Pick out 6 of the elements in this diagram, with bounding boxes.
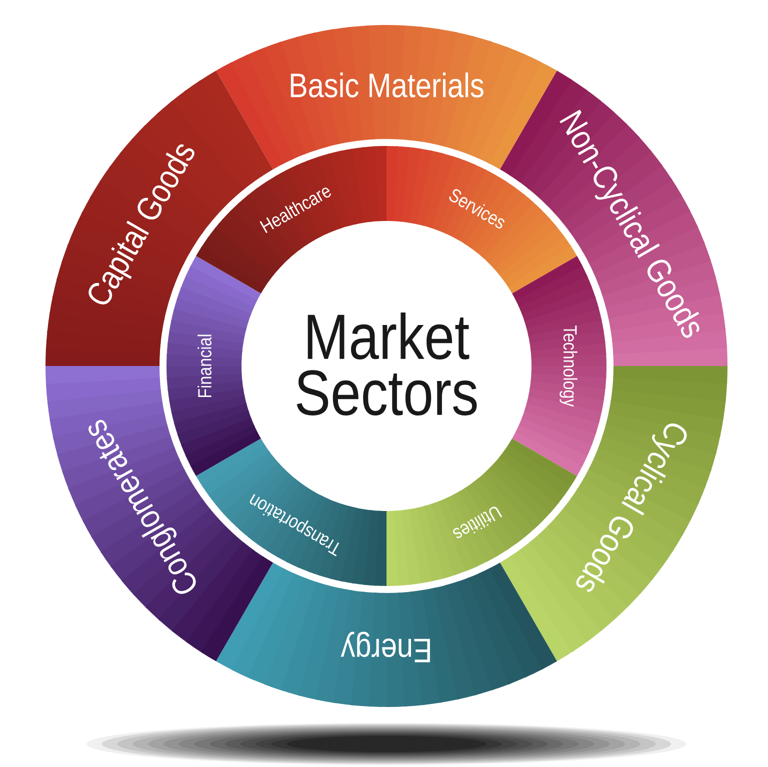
segment-label: Utilities xyxy=(453,506,502,538)
segment-label: Energy xyxy=(340,632,430,662)
segment-label: Basic Materials xyxy=(290,72,484,98)
segment-label: Financial xyxy=(198,334,212,397)
segment-label: Technology xyxy=(560,326,578,407)
center-title: Market Sectors xyxy=(296,312,477,416)
